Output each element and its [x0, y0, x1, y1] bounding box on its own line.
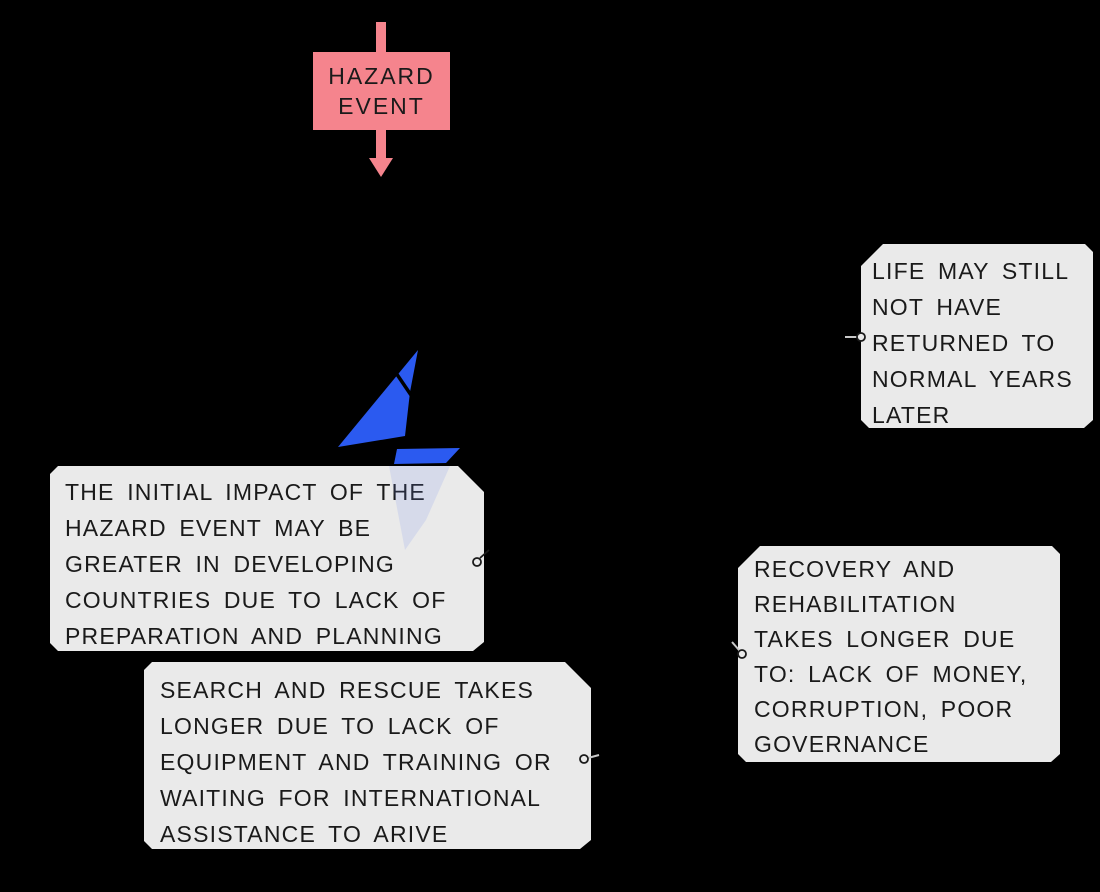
note-line: REHABILITATION: [754, 591, 957, 617]
curve-cut-line-icon: [392, 369, 415, 399]
note-line: LIFE MAY STILL: [872, 258, 1070, 284]
note-life-not-returned-to-normal: LIFE MAY STILL NOT HAVE RETURNED TO NORM…: [861, 244, 1093, 428]
note-line: ASSISTANCE TO ARIVE: [160, 821, 449, 847]
note-line: THE INITIAL IMPACT OF THE: [65, 479, 426, 505]
note-line: WAITING FOR INTERNATIONAL: [160, 785, 542, 811]
note-line: LONGER DUE TO LACK OF: [160, 713, 500, 739]
note-line: RETURNED TO: [872, 330, 1056, 356]
note-line: HAZARD EVENT MAY BE: [65, 515, 372, 541]
hazard-event-box: HAZARD EVENT: [313, 52, 450, 130]
note-line: NOT HAVE: [872, 294, 1003, 320]
shaded-area-strip-icon: [394, 448, 460, 464]
note-line: GOVERNANCE: [754, 731, 930, 757]
note-recovery-rehabilitation-longer: RECOVERY AND REHABILITATION TAKES LONGER…: [738, 546, 1060, 762]
hazard-arrow-head-icon: [369, 158, 393, 177]
note-search-and-rescue-longer: SEARCH AND RESCUE TAKES LONGER DUE TO LA…: [144, 662, 591, 849]
note-line: LATER: [872, 402, 951, 428]
hazard-arrow-stem-bottom: [376, 130, 386, 159]
note-line: TAKES LONGER DUE: [754, 626, 1016, 652]
hazard-arrow-stem-top: [376, 22, 386, 54]
note-line: PREPARATION AND PLANNING: [65, 623, 443, 649]
hazard-event-label-line2: EVENT: [338, 93, 425, 119]
note-line: GREATER IN DEVELOPING: [65, 551, 395, 577]
hazard-event-label-line1: HAZARD: [328, 63, 435, 89]
note-line: CORRUPTION, POOR: [754, 696, 1014, 722]
note-line: TO: LACK OF MONEY,: [754, 661, 1028, 687]
note-line: SEARCH AND RESCUE TAKES: [160, 677, 535, 703]
note-initial-impact-greater: THE INITIAL IMPACT OF THE HAZARD EVENT M…: [50, 466, 484, 651]
shaded-area-triangle-icon: [338, 350, 418, 447]
note-line: NORMAL YEARS: [872, 366, 1073, 392]
note-line: COUNTRIES DUE TO LACK OF: [65, 587, 447, 613]
note-line: EQUIPMENT AND TRAINING OR: [160, 749, 552, 775]
note-line: RECOVERY AND: [754, 556, 956, 582]
